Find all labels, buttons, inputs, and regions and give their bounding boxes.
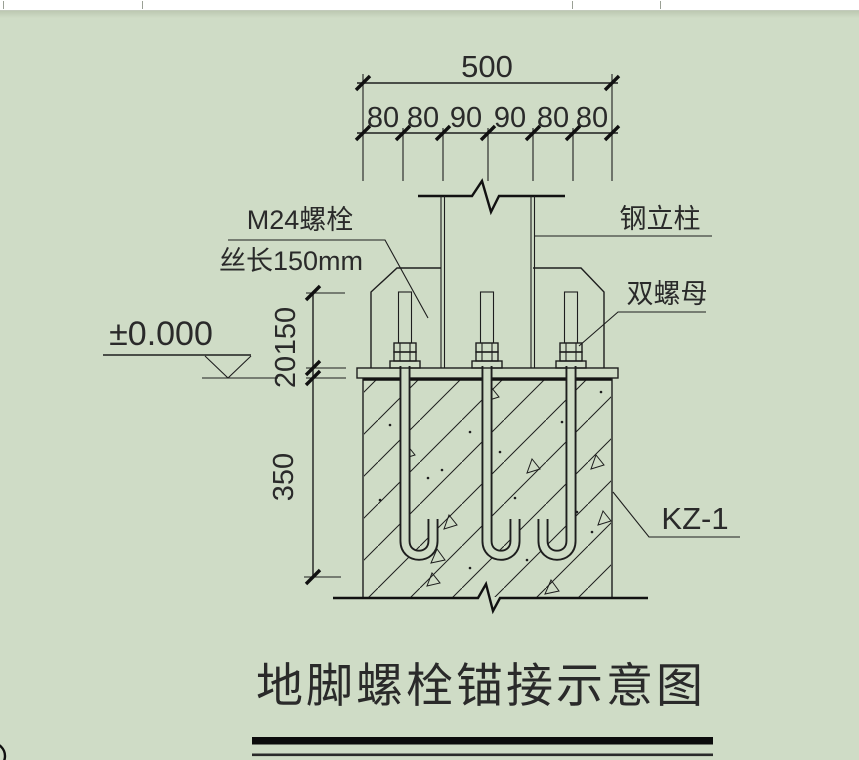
strip-tick (660, 1, 661, 9)
strip-tick (142, 1, 143, 9)
dim-total: 500 (461, 49, 513, 84)
column-mark-leader-line (612, 491, 740, 538)
top-window-strip (0, 0, 859, 11)
bolt-thread-length-label: 丝长150mm (219, 246, 363, 276)
steel-column-label: 钢立柱 (620, 204, 701, 234)
bolt-leader-line (228, 239, 429, 319)
clipped-glyph-fragment (0, 744, 7, 760)
left-dimension-group: 150 20 350 (268, 284, 346, 586)
title-block: 地脚螺栓锚接示意图 (252, 659, 713, 757)
dim-seg-1: 80 (367, 102, 399, 134)
strip-tick (3, 1, 4, 9)
steel-column (418, 178, 565, 368)
strip-shadow (0, 11, 859, 18)
bolt-assembly (389, 291, 421, 369)
title-underline-thick (252, 737, 713, 745)
bolt-assembly (471, 291, 503, 369)
double-nut-callout: 双螺母 (578, 279, 708, 347)
top-dimension-group: 500 80 80 90 90 80 80 (354, 49, 621, 181)
dim-seg-4: 90 (494, 102, 526, 134)
stiffener-plates (370, 267, 605, 368)
strip-tick (572, 1, 573, 9)
column-mark-label: KZ-1 (661, 501, 728, 536)
ground-break-line (333, 580, 648, 615)
elevation-label: ±0.000 (109, 315, 213, 353)
dim-seg-3: 90 (450, 102, 482, 134)
dim-seg-2: 80 (407, 102, 439, 134)
double-nut-label: 双螺母 (627, 279, 708, 309)
anchor-bolt-shanks (399, 366, 577, 561)
bolt-callout: M24螺栓 丝长150mm (219, 205, 429, 319)
double-nut-leader-line (578, 311, 706, 347)
steel-column-callout: 钢立柱 (534, 204, 712, 237)
bolt-assemblies (389, 291, 587, 369)
title-underline-thin (252, 753, 713, 757)
drawing-title: 地脚螺栓锚接示意图 (256, 659, 706, 712)
bolt-assembly (555, 291, 587, 369)
column-mark-callout: KZ-1 (612, 491, 740, 538)
dim-plate-thickness: 20 (270, 356, 302, 388)
dim-bolt-projection: 150 (270, 307, 302, 355)
elevation-triangle-icon (204, 355, 252, 379)
bolt-spec-label: M24螺栓 (247, 205, 354, 235)
dim-seg-5: 80 (537, 102, 569, 134)
dim-anchor-depth: 350 (268, 453, 300, 501)
elevation-marker: ±0.000 (103, 315, 278, 379)
dim-seg-6: 80 (576, 102, 608, 134)
